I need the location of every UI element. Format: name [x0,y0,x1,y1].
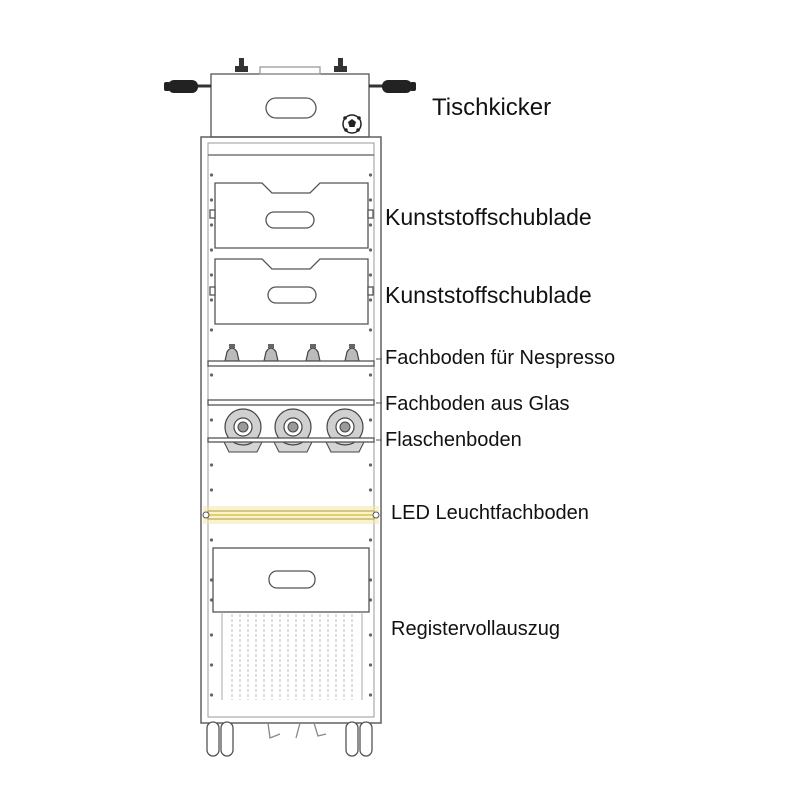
pin-hole [368,693,373,697]
pin-hole [368,418,373,422]
capsule-top [229,344,235,348]
pin-hole [209,578,214,582]
pin-hole [209,598,214,602]
label-fachboden-glas: Fachboden aus Glas [385,393,570,415]
nespresso-capsule-icon [224,347,240,362]
capsule-top [349,344,355,348]
kunststoffschublade-1 [209,182,374,249]
drawer-2-front [214,258,369,325]
nespresso-shelf-board [207,360,375,367]
soccer-ball-icon [342,114,362,134]
pin-hole [209,298,214,302]
pin-hole [209,633,214,637]
pin-hole [368,578,373,582]
register-front [212,547,370,613]
capsule-top [310,344,316,348]
registervollauszug [212,547,370,700]
capsule-top [268,344,274,348]
nespresso-capsule-icon [263,347,279,362]
led-leuchtfachboden [202,506,380,524]
register-grip [268,570,316,589]
cabinet-base [206,721,373,757]
pin-hole [368,373,373,377]
drawer-2-clip-right [367,286,374,296]
pin-hole [368,273,373,277]
drawer-1-clip-left [209,209,216,219]
caster-wheel-icon [345,721,373,757]
pin-hole [209,373,214,377]
pin-hole [368,598,373,602]
pin-hole [209,693,214,697]
pin-hole [368,298,373,302]
fachboden-nespresso [207,344,375,367]
bottles [222,408,366,453]
bottle-cap [287,421,299,433]
bottle-shelf-board [207,437,375,443]
drawer-2-grip [267,286,317,304]
drawer-1-grip [265,211,315,229]
drawer-1-clip-right [367,209,374,219]
tischkicker-unit [210,58,370,138]
cabinet-outer-frame [200,136,382,724]
label-led-leuchtfachboden: LED Leuchtfachboden [391,502,589,524]
drawer-2-clip-left [209,286,216,296]
kicker-knob-left [235,58,248,72]
pin-hole [209,488,214,492]
pin-hole [368,663,373,667]
pin-hole [209,418,214,422]
label-kunststoffschublade-2: Kunststoffschublade [385,282,592,308]
pin-hole [368,633,373,637]
label-registervollauszug: Registervollauszug [391,618,560,640]
pin-hole [209,463,214,467]
led-end-left [202,511,210,519]
pin-hole [368,328,373,332]
pin-hole [368,488,373,492]
pin-hole [209,328,214,332]
pin-hole [209,173,214,177]
caster-wheel-icon [206,721,234,757]
label-tischkicker: Tischkicker [432,94,552,121]
bottle-cap [237,421,249,433]
hanging-files [231,614,353,700]
label-flaschenboden: Flaschenboden [385,429,522,451]
pin-hole [368,223,373,227]
pin-hole [368,248,373,252]
cabinet-body [200,136,382,724]
pin-hole [368,173,373,177]
pin-hole [209,273,214,277]
pin-hole [368,538,373,542]
kicker-handle-slot [265,97,317,119]
nespresso-capsule-icon [305,347,321,362]
pin-hole [209,663,214,667]
pin-hole [368,198,373,202]
bottle-cap [339,421,351,433]
callout-markers [376,358,382,441]
pin-hole [368,463,373,467]
label-fachboden-nespresso: Fachboden für Nespresso [385,347,616,369]
drawer-1-front [214,182,369,249]
pin-hole [209,198,214,202]
fachboden-glas [207,399,375,406]
pin-hole [209,248,214,252]
pin-hole [209,223,214,227]
nespresso-capsules [224,344,360,362]
kunststoffschublade-2 [209,258,374,325]
kicker-rod-handle-icon [369,80,416,93]
kicker-top-strip [259,66,321,75]
kicker-knob-right [334,58,347,72]
pin-hole [209,538,214,542]
label-kunststoffschublade-1: Kunststoffschublade [385,204,592,230]
shelf-pin-holes [209,173,373,697]
nespresso-capsule-icon [344,347,360,362]
led-end-right [372,511,380,519]
flaschenboden [207,408,375,453]
cabinet-inner-frame [207,142,375,718]
kicker-rod-handle-icon [164,80,211,93]
cable-lines [267,722,327,739]
